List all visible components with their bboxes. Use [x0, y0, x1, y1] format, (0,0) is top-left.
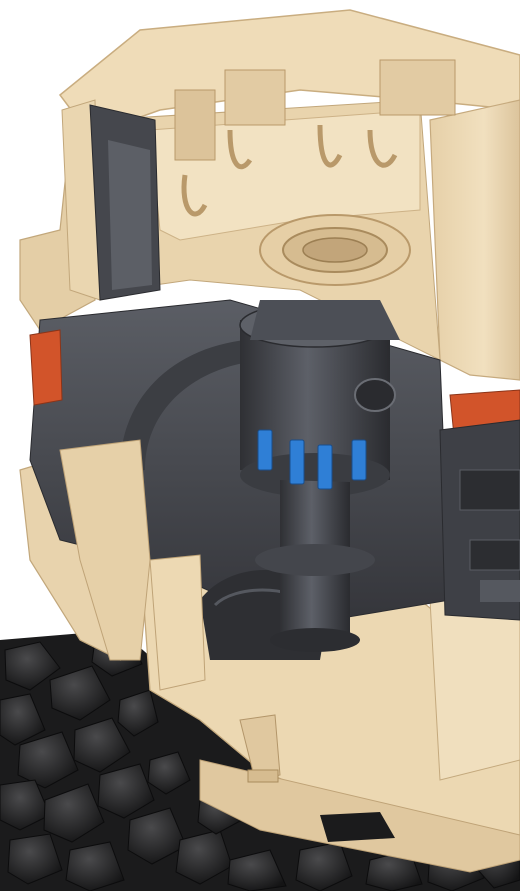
support-leg — [59, 439, 281, 783]
upper-chamber — [99, 59, 456, 361]
housing — [19, 9, 520, 873]
feed-shaft — [89, 104, 161, 301]
right-assembly — [439, 419, 520, 621]
rotor — [239, 300, 400, 652]
